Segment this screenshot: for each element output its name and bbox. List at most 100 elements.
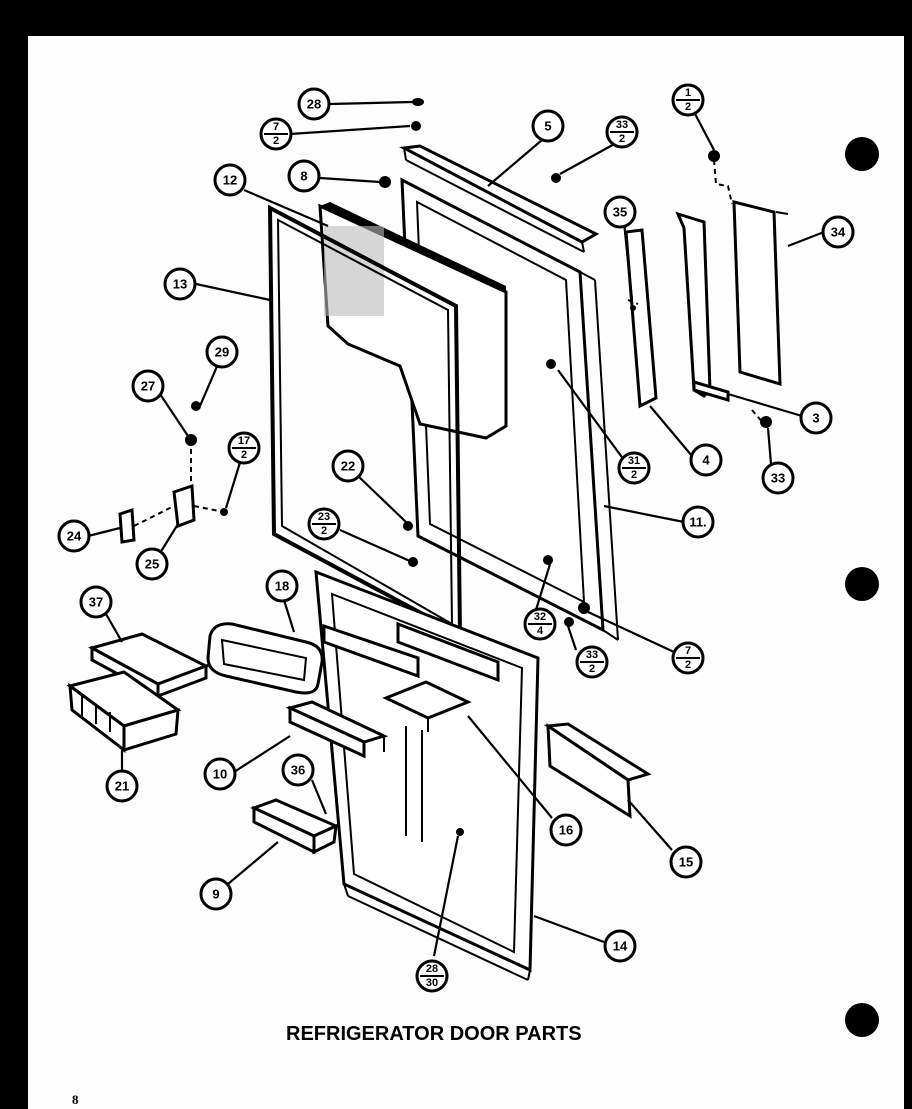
bracket-part [382, 680, 472, 732]
callout-quantity: 2 [321, 525, 327, 537]
registration-marks [845, 137, 879, 1037]
callout-number: 37 [89, 595, 103, 610]
callout-number: 31 [628, 455, 640, 467]
callout-number: 14 [613, 939, 628, 954]
callout-c14: 14 [603, 929, 637, 963]
callout-number: 16 [559, 823, 573, 838]
leader-lines [87, 100, 825, 957]
callout-c21: 21 [105, 769, 139, 803]
callout-c7-2a: 72 [259, 117, 293, 151]
callout-number: 29 [215, 345, 229, 360]
tray-part [66, 670, 182, 754]
callout-c10: 10 [203, 757, 237, 791]
hinge-part [675, 211, 730, 403]
callout-c22: 22 [331, 449, 365, 483]
callout-number: 28 [307, 97, 321, 112]
callout-quantity: 30 [426, 977, 438, 989]
bin-part [250, 798, 340, 855]
callout-c12: 12 [213, 163, 247, 197]
callout-number: 1 [685, 87, 691, 99]
door-shelf-rails [322, 621, 500, 842]
callout-c16: 16 [549, 813, 583, 847]
callout-number: 13 [173, 277, 187, 292]
callout-number: 27 [141, 379, 155, 394]
page-number: 8 [72, 1092, 79, 1107]
callout-quantity: 2 [273, 135, 279, 147]
callout-c11: 11. [681, 505, 715, 539]
callout-quantity: 2 [631, 469, 637, 481]
callout-c28a: 28 [297, 87, 331, 121]
callout-quantity: 4 [537, 625, 544, 637]
callout-number: 28 [426, 963, 438, 975]
callout-c33-2a: 332 [605, 115, 639, 149]
callout-number: 9 [212, 887, 219, 902]
callout-number: 17 [238, 435, 250, 447]
callout-c34: 34 [821, 215, 855, 249]
callout-number: 34 [831, 225, 846, 240]
callout-number: 22 [341, 459, 355, 474]
door-liner-part [318, 202, 508, 440]
callout-number: 7 [685, 645, 691, 657]
callout-number: 5 [544, 119, 551, 134]
callout-number: 12 [223, 173, 237, 188]
callout-number: 10 [213, 767, 227, 782]
callout-number: 11. [689, 515, 706, 530]
callout-c17-2: 172 [227, 431, 261, 465]
callout-c1-2: 12 [671, 83, 705, 117]
callout-c37: 37 [79, 585, 113, 619]
callout-c27: 27 [131, 369, 165, 403]
callout-quantity: 2 [685, 659, 691, 671]
callout-quantity: 2 [619, 133, 625, 145]
callout-number: 3 [812, 411, 819, 426]
callout-number: 7 [273, 121, 279, 133]
callout-c13: 13 [163, 267, 197, 301]
callout-number: 25 [145, 557, 159, 572]
callout-quantity: 2 [589, 663, 595, 675]
callout-number: 36 [291, 763, 305, 778]
callout-c33: 33 [761, 461, 795, 495]
callout-c8: 8 [287, 159, 321, 193]
top-channel-part [399, 144, 600, 253]
callout-c25: 25 [135, 547, 169, 581]
callout-c7-2b: 72 [671, 641, 705, 675]
spacer-part [624, 228, 658, 409]
callout-c31-2: 312 [617, 451, 651, 485]
callout-c3: 3 [799, 401, 833, 435]
exploded-parts-diagram: 2872812533212353413292717231234332211.23… [57, 83, 879, 1107]
callout-quantity: 2 [685, 101, 691, 113]
trim-strip-part [543, 722, 652, 819]
callout-c23-2: 232 [307, 507, 341, 541]
hinge-plate-part [732, 200, 789, 387]
callout-number: 24 [67, 529, 82, 544]
callout-c5: 5 [531, 109, 565, 143]
callout-c24: 24 [57, 519, 91, 553]
callout-number: 4 [702, 453, 710, 468]
callout-c33-2b: 332 [575, 645, 609, 679]
callout-c35: 35 [603, 195, 637, 229]
shelf-part [285, 700, 389, 759]
callout-c32-4: 324 [523, 607, 557, 641]
callout-c36: 36 [281, 753, 315, 787]
callout-number: 18 [275, 579, 289, 594]
callout-number: 35 [613, 205, 627, 220]
callout-number: 32 [534, 611, 546, 623]
callout-number: 23 [318, 511, 330, 523]
butter-compartment-part [206, 622, 324, 695]
door-stop-part [118, 440, 225, 544]
callout-c4: 4 [689, 443, 723, 477]
callout-number: 33 [616, 119, 628, 131]
callout-number: 15 [679, 855, 693, 870]
callout-number: 8 [300, 169, 307, 184]
diagram-title: REFRIGERATOR DOOR PARTS [286, 1023, 582, 1045]
callout-c18a: 18 [265, 569, 299, 603]
callout-number: 33 [586, 649, 598, 661]
callout-c15: 15 [669, 845, 703, 879]
callout-c29: 29 [205, 335, 239, 369]
callout-c9: 9 [199, 877, 233, 911]
callout-number: 33 [771, 471, 785, 486]
callout-quantity: 2 [241, 449, 247, 461]
callout-number: 21 [115, 779, 129, 794]
